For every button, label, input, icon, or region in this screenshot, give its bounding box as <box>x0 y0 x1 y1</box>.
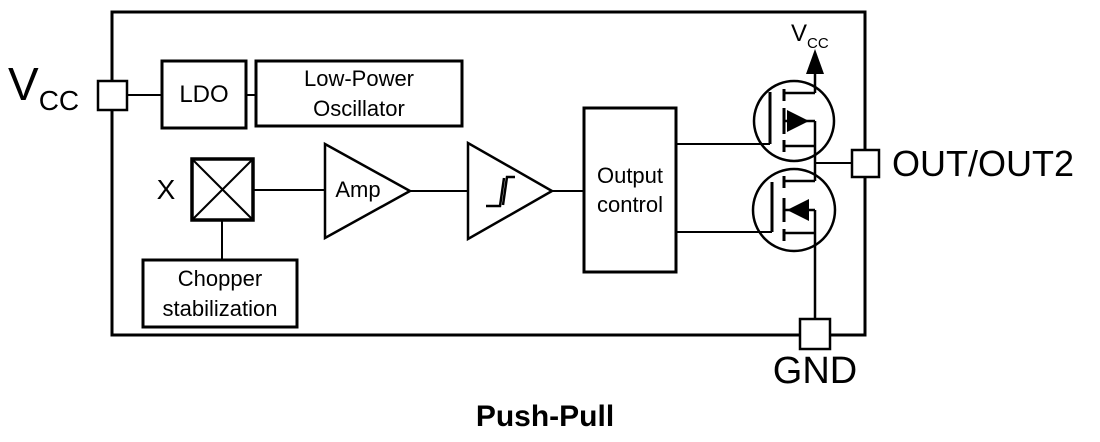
vcc-pin-label: VCC <box>8 61 79 115</box>
schmitt-triangle <box>466 140 555 242</box>
amp-label: Amp <box>335 177 381 202</box>
diagram-caption: Push-Pull <box>475 400 615 433</box>
vcc-pin-label-main: V <box>8 58 39 110</box>
supply-vcc-label: VCC <box>791 20 829 52</box>
chopper-label-line1: Chopper <box>177 266 263 292</box>
pmos-circle <box>752 79 836 163</box>
hall-element-icon <box>190 157 255 222</box>
hysteresis-glyph-left <box>486 177 506 208</box>
nmos-transistor-icon <box>751 167 837 319</box>
out-pin-label: OUT/OUT2 <box>892 143 1075 184</box>
oscillator-block <box>254 59 464 128</box>
hall-diagonal-2 <box>191 158 254 221</box>
chopper-label-line2: stabilization <box>162 295 278 321</box>
ldo-label: LDO <box>179 80 229 108</box>
supply-vcc-label-main: V <box>791 20 808 47</box>
pmos-transistor-icon <box>752 72 836 181</box>
hysteresis-glyph-right <box>501 175 515 206</box>
vcc-pin-label-sub: CC <box>38 85 80 116</box>
output-control-label-line2: control <box>596 192 664 217</box>
oscillator-label-line2: Oscillator <box>313 95 405 121</box>
ldo-block <box>160 59 248 130</box>
oscillator-label: Low-Power Oscillator <box>256 61 462 126</box>
chopper-block <box>141 258 299 329</box>
output-control-label-line1: Output <box>596 162 664 188</box>
nmos-body-arrow <box>787 199 809 221</box>
supply-vcc-label-sub: CC <box>807 35 829 52</box>
pmos-body-arrow <box>787 110 809 132</box>
vcc-arrow-icon <box>806 49 824 74</box>
out-pin-square <box>850 148 881 179</box>
schmitt-trigger-icon <box>466 140 555 242</box>
wires <box>127 94 852 260</box>
output-control-block <box>582 106 678 274</box>
output-control-label: Output control <box>584 108 676 272</box>
nmos-circle <box>751 167 837 253</box>
vcc-pin-square <box>96 79 129 112</box>
gnd-pin-square <box>798 317 832 351</box>
hall-axis-label: X <box>156 174 176 205</box>
chopper-label: Chopper stabilization <box>143 260 297 327</box>
oscillator-label-line1: Low-Power <box>303 66 415 92</box>
gnd-pin-label: GND <box>772 350 858 392</box>
amp-triangle-icon <box>323 141 413 241</box>
